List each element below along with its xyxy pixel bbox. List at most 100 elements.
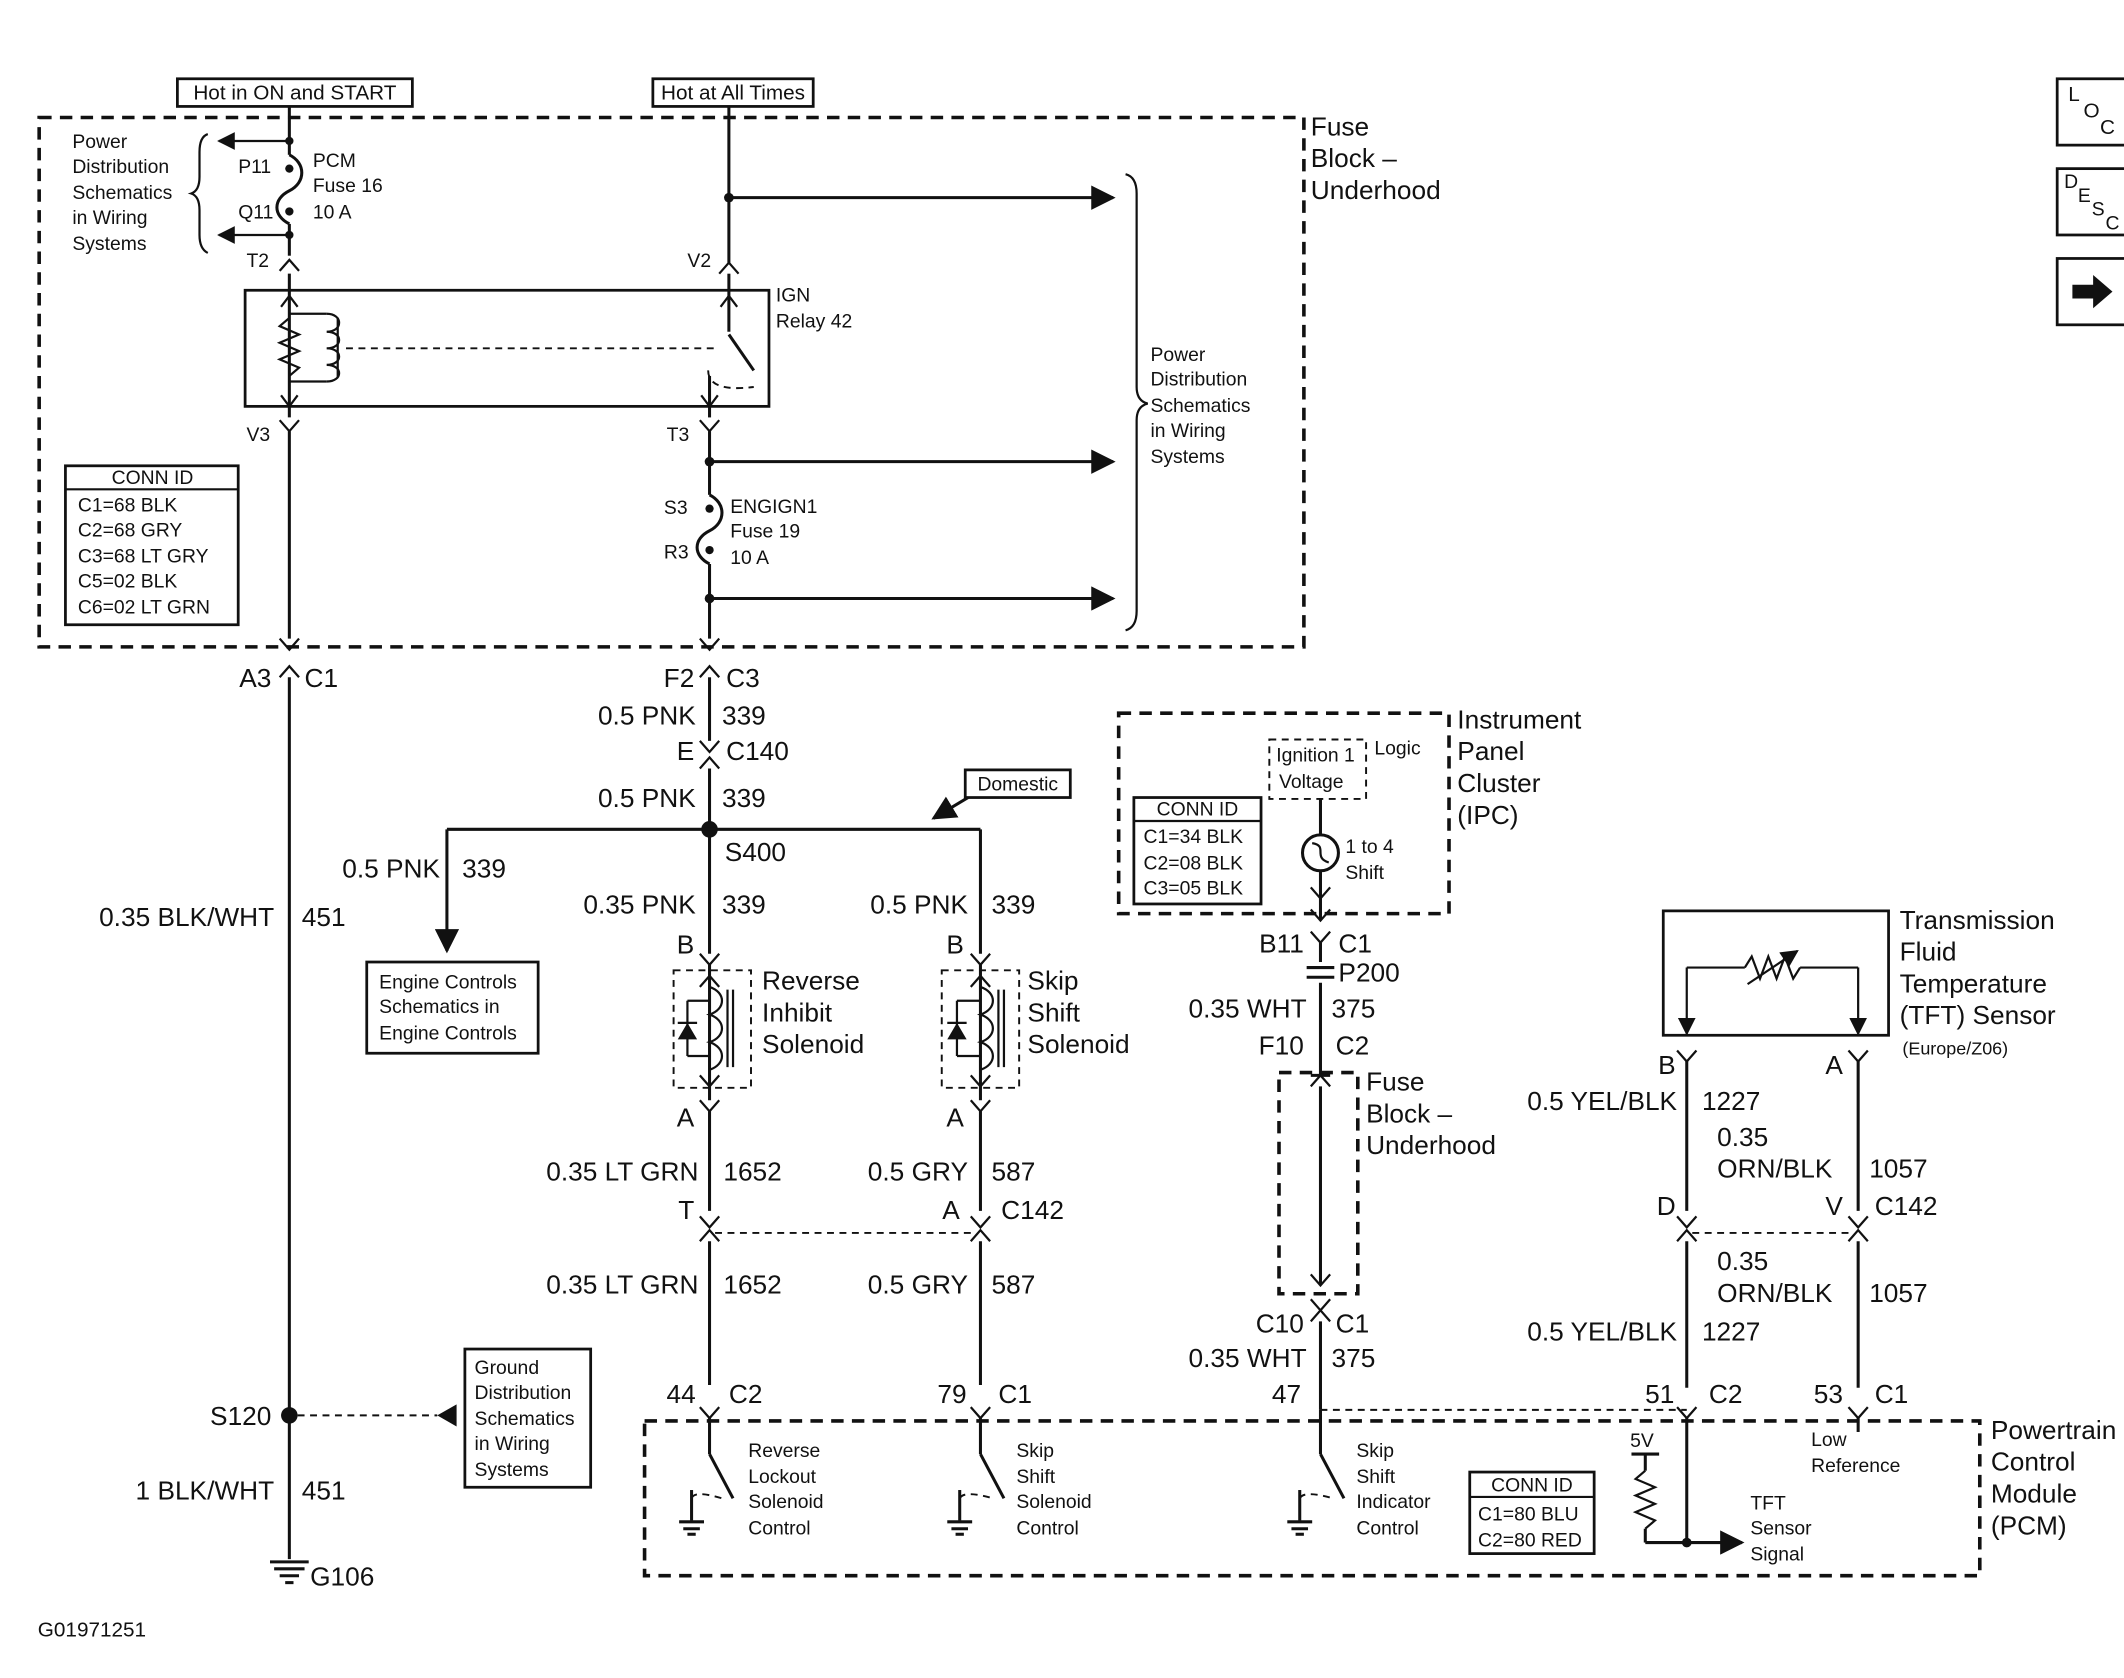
svg-text:G106: G106 — [310, 1561, 374, 1591]
svg-text:587: 587 — [992, 1156, 1036, 1186]
svg-text:in Wiring: in Wiring — [475, 1433, 550, 1455]
svg-text:Fuse: Fuse — [1311, 111, 1369, 141]
svg-text:V: V — [1825, 1191, 1843, 1221]
svg-text:0.5 PNK: 0.5 PNK — [342, 854, 440, 884]
svg-text:B: B — [1658, 1050, 1676, 1080]
svg-text:Signal: Signal — [1750, 1544, 1804, 1566]
circuit-339-feed: F2 C3 0.5 PNK 339 E C140 0.5 PNK 339 S40… — [342, 637, 982, 954]
power-distribution-note-left: Power Distribution Schematics in Wiring … — [72, 131, 209, 255]
svg-text:O: O — [2083, 99, 2099, 122]
svg-text:C: C — [2106, 212, 2120, 234]
svg-text:TFT: TFT — [1750, 1492, 1786, 1514]
svg-text:1057: 1057 — [1869, 1154, 1927, 1184]
svg-text:A3: A3 — [239, 663, 271, 693]
svg-text:Reverse: Reverse — [762, 966, 860, 996]
svg-text:F10: F10 — [1259, 1031, 1304, 1061]
svg-text:Engine Controls: Engine Controls — [379, 1022, 517, 1044]
svg-text:Indicator: Indicator — [1356, 1491, 1431, 1513]
skip-shift-indicator-control: Skip Shift Indicator Control — [1287, 1409, 1431, 1539]
next-page-button[interactable] — [2055, 257, 2124, 327]
svg-text:587: 587 — [992, 1270, 1036, 1300]
svg-text:C2: C2 — [1336, 1031, 1370, 1061]
svg-text:F2: F2 — [664, 663, 695, 693]
svg-text:Skip: Skip — [1016, 1440, 1054, 1462]
engine-controls-box: Engine Controls Schematics in Engine Con… — [365, 960, 540, 1055]
svg-text:C1: C1 — [1338, 928, 1372, 958]
svg-text:0.35: 0.35 — [1717, 1246, 1768, 1276]
svg-text:451: 451 — [302, 1476, 346, 1506]
svg-text:(Europe/Z06): (Europe/Z06) — [1902, 1039, 2008, 1059]
svg-text:C142: C142 — [1001, 1195, 1064, 1225]
svg-text:Fuse 16: Fuse 16 — [313, 175, 383, 197]
svg-text:0.5 YEL/BLK: 0.5 YEL/BLK — [1527, 1317, 1677, 1347]
svg-text:A: A — [1825, 1050, 1843, 1080]
svg-text:T2: T2 — [246, 250, 269, 272]
svg-text:(IPC): (IPC) — [1457, 800, 1518, 830]
svg-text:D: D — [2064, 171, 2078, 193]
svg-text:Ground: Ground — [475, 1357, 540, 1379]
svg-text:Module: Module — [1991, 1478, 2077, 1508]
svg-text:0.5 GRY: 0.5 GRY — [868, 1156, 968, 1186]
splice-s120 — [281, 1407, 298, 1424]
svg-text:(PCM): (PCM) — [1991, 1510, 2067, 1540]
svg-text:C2=08 BLK: C2=08 BLK — [1144, 852, 1244, 874]
svg-text:0.35: 0.35 — [1717, 1122, 1768, 1152]
svg-text:C1: C1 — [998, 1379, 1032, 1409]
svg-text:Control: Control — [748, 1517, 810, 1539]
svg-text:Panel: Panel — [1457, 736, 1524, 766]
svg-text:Cluster: Cluster — [1457, 768, 1540, 798]
svg-text:D: D — [1657, 1191, 1676, 1221]
svg-text:Block –: Block – — [1311, 143, 1397, 173]
svg-text:339: 339 — [722, 700, 766, 730]
svg-text:451: 451 — [302, 902, 346, 932]
svg-text:B: B — [677, 930, 695, 960]
svg-text:1057: 1057 — [1869, 1278, 1927, 1308]
conn-id-table-pcm: CONN ID C1=80 BLU C2=80 RED — [1468, 1470, 1596, 1555]
svg-text:PCM: PCM — [313, 150, 356, 172]
svg-text:0.35 LT GRN: 0.35 LT GRN — [546, 1270, 698, 1300]
svg-text:Engine Controls: Engine Controls — [379, 971, 517, 993]
svg-text:CONN ID: CONN ID — [1157, 799, 1239, 821]
svg-text:C2=80 RED: C2=80 RED — [1478, 1530, 1582, 1552]
svg-text:T3: T3 — [667, 424, 690, 446]
svg-text:339: 339 — [992, 890, 1036, 920]
svg-text:Skip: Skip — [1027, 966, 1078, 996]
svg-text:79: 79 — [937, 1379, 966, 1409]
svg-text:375: 375 — [1332, 1343, 1376, 1373]
hot-all-times-label: Hot at All Times — [651, 77, 815, 108]
right-arrow-icon — [2072, 275, 2113, 309]
svg-text:A: A — [946, 1102, 964, 1132]
svg-text:(TFT) Sensor: (TFT) Sensor — [1900, 1000, 2056, 1030]
svg-text:Control: Control — [1356, 1517, 1418, 1539]
svg-text:1227: 1227 — [1702, 1317, 1760, 1347]
svg-text:1227: 1227 — [1702, 1086, 1760, 1116]
svg-text:C1=34 BLK: C1=34 BLK — [1144, 826, 1244, 848]
svg-text:0.35 BLK/WHT: 0.35 BLK/WHT — [99, 902, 274, 932]
hot-on-start-label: Hot in ON and START — [176, 77, 414, 108]
conn-id-table-ipc: CONN ID C1=34 BLK C2=08 BLK C3=05 BLK — [1132, 796, 1263, 906]
svg-text:1 to 4: 1 to 4 — [1345, 836, 1394, 858]
svg-text:Schematics: Schematics — [1150, 395, 1250, 417]
svg-text:T: T — [678, 1195, 694, 1225]
fuse-block-lower-wiring: V3 T3 S3 R3 ENGIGN1 Fuse 19 10 A — [246, 419, 1116, 639]
svg-text:ENGIGN1: ENGIGN1 — [730, 496, 817, 518]
svg-text:C6=02 LT GRN: C6=02 LT GRN — [78, 597, 210, 619]
svg-text:Ignition 1: Ignition 1 — [1276, 745, 1355, 767]
desc-button[interactable]: D E S C — [2055, 167, 2124, 237]
pcm-fuse-feed: P11 Q11 PCM Fuse 16 10 A T2 — [238, 106, 383, 272]
svg-text:Transmission: Transmission — [1900, 905, 2055, 935]
svg-text:Solenoid: Solenoid — [1027, 1029, 1129, 1059]
svg-text:Shift: Shift — [1027, 997, 1080, 1027]
powertrain-control-module: Powertrain Control Module (PCM) — [642, 1415, 2116, 1578]
svg-text:C3: C3 — [726, 663, 760, 693]
svg-text:Low: Low — [1811, 1429, 1848, 1451]
skip-shift-solenoid: 0.5 PNK 339 B Skip Shift Solenoid A 0.5 … — [715, 890, 1130, 1420]
svg-text:C1: C1 — [1336, 1308, 1370, 1338]
skip-shift-solenoid-control: Skip Shift Solenoid Control — [947, 1418, 1092, 1539]
svg-text:Systems: Systems — [72, 233, 146, 255]
svg-text:C1: C1 — [305, 663, 339, 693]
ground-distribution-box: Ground Distribution Schematics in Wiring… — [463, 1347, 593, 1489]
svg-text:375: 375 — [1332, 993, 1376, 1023]
loc-button[interactable]: L O C — [2055, 77, 2124, 147]
power-distribution-note-right: Power Distribution Schematics in Wiring … — [1125, 173, 1250, 632]
